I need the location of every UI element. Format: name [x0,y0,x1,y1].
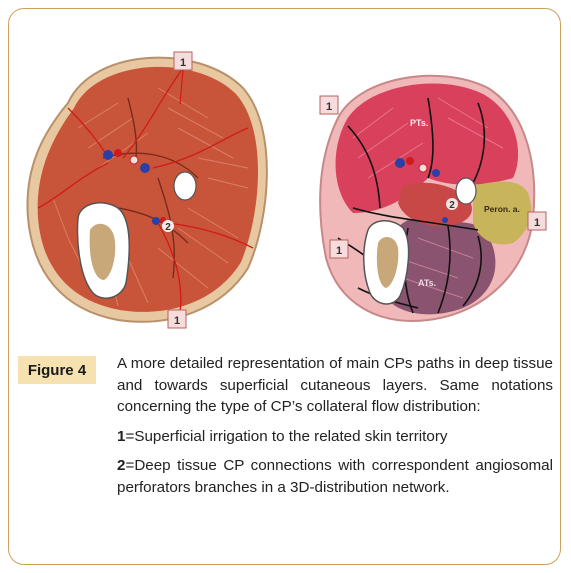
left-cross-section: 1 2 1 [26,51,268,329]
right-fibula [455,177,477,205]
left-fibula [173,171,197,201]
right-middle-region [398,182,472,227]
ats-label: ATs. [418,278,436,288]
svg-text:1: 1 [174,315,180,327]
right-cross-section: PTs. Peron. a. ATs. 1 1 1 2 [319,74,547,322]
legend-item-1: 1=Superficial irrigation to the related … [117,427,448,445]
figure-tag: Figure 4 [18,356,96,384]
pts-label: PTs. [410,118,428,128]
right-marker-1-left: 1 [329,239,349,259]
svg-text:2: 2 [165,222,171,233]
svg-text:1: 1 [180,57,186,69]
left-marrow [89,223,116,280]
legend-item-2: 2=Deep tissue CP connections with corres… [117,457,553,496]
right-peron-region [473,181,532,245]
svg-text:1: 1 [336,245,342,257]
left-muscle-texture [52,87,249,307]
right-marker-1-top: 1 [319,95,339,115]
peron-label: Peron. a. [484,204,520,214]
left-bundles [103,149,166,225]
svg-text:1: 1 [534,217,540,229]
right-marker-2: 2 [446,198,458,211]
right-bundles [395,157,448,223]
right-marker-1-right: 1 [527,211,547,231]
svg-text:1: 1 [326,101,332,113]
left-marker-1-top: 1 [173,51,193,105]
svg-text:2: 2 [449,200,455,211]
figure-caption: A more detailed representation of main C… [117,353,553,506]
left-marker-1-bottom: 1 [167,309,187,329]
caption-text: A more detailed representation of main C… [117,355,553,415]
left-marker-2: 2 [162,220,174,233]
right-marrow [376,236,399,288]
anatomy-figure: 1 2 1 [26,51,547,329]
